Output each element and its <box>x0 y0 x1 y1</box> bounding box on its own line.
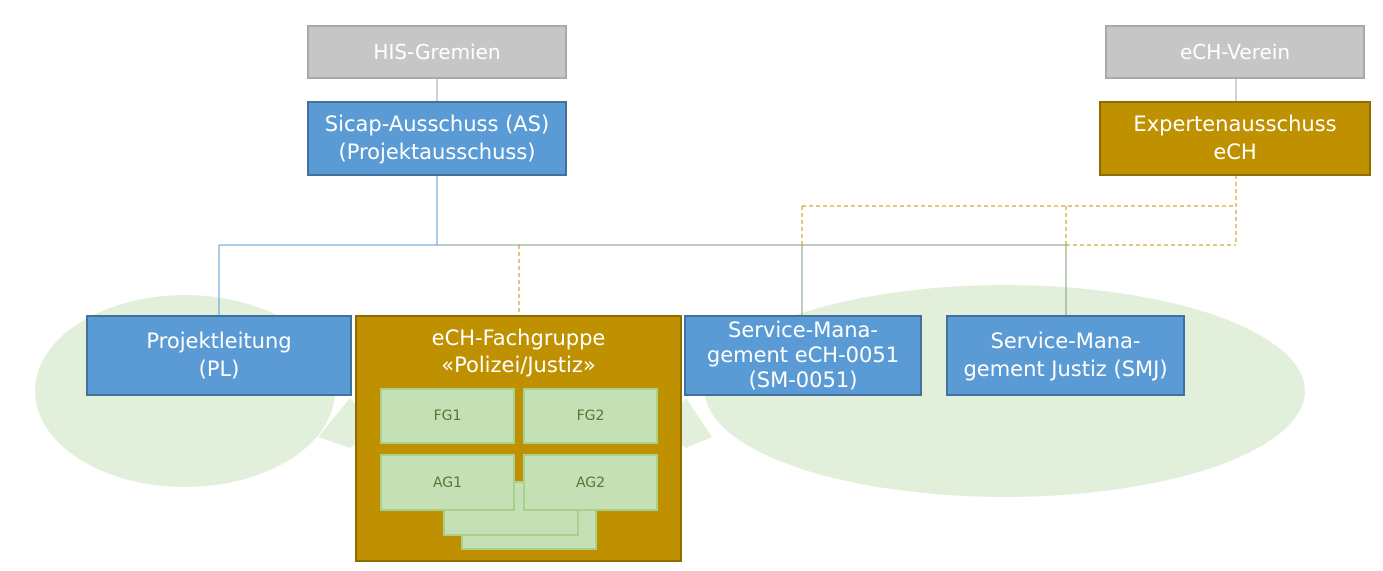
fachgruppe-line2: «Polizei/Justiz» <box>441 353 596 378</box>
ag2-label: AG2 <box>575 474 606 491</box>
his-gremien-label: HIS-Gremien <box>373 40 501 64</box>
projektleitung-node: Projektleitung (PL) <box>86 315 352 396</box>
smj-line1: Service-Mana- <box>990 329 1141 354</box>
smj-node: Service-Mana- gement Justiz (SMJ) <box>946 315 1185 396</box>
his-gremien-node: HIS-Gremien <box>307 25 567 79</box>
fg2-box: FG2 <box>523 388 658 444</box>
ech-verein-label: eCH-Verein <box>1179 40 1291 64</box>
ech-verein-node: eCH-Verein <box>1105 25 1365 79</box>
projektleitung-line2: (PL) <box>198 356 240 381</box>
expertenausschuss-line1: Expertenausschuss <box>1133 112 1337 137</box>
expertenausschuss-line2: eCH <box>1213 139 1257 164</box>
smj-line2: gement Justiz (SMJ) <box>963 356 1168 381</box>
sm-0051-line3: (SM-0051) <box>748 368 858 393</box>
ag1-box: AG1 <box>380 454 515 511</box>
sicap-ausschuss-line1: Sicap-Ausschuss (AS) <box>324 112 550 137</box>
sm-0051-line1: Service-Mana- <box>728 317 878 342</box>
fachgruppe-line1: eCH-Fachgruppe <box>431 326 606 350</box>
sm-0051-line2: gement eCH-0051 <box>706 342 900 367</box>
fg1-label: FG1 <box>433 408 462 424</box>
projektleitung-line1: Projektleitung <box>146 329 292 354</box>
sicap-ausschuss-node: Sicap-Ausschuss (AS) (Projektausschuss) <box>307 101 567 176</box>
ag2-box: AG2 <box>523 454 658 511</box>
expertenausschuss-node: Expertenausschuss eCH <box>1099 101 1371 176</box>
ag1-label: AG1 <box>432 474 463 491</box>
sm-0051-node: Service-Mana- gement eCH-0051 (SM-0051) <box>684 315 922 396</box>
sicap-ausschuss-line2: (Projektausschuss) <box>338 139 536 164</box>
fg2-label: FG2 <box>576 408 605 424</box>
fg1-box: FG1 <box>380 388 515 444</box>
